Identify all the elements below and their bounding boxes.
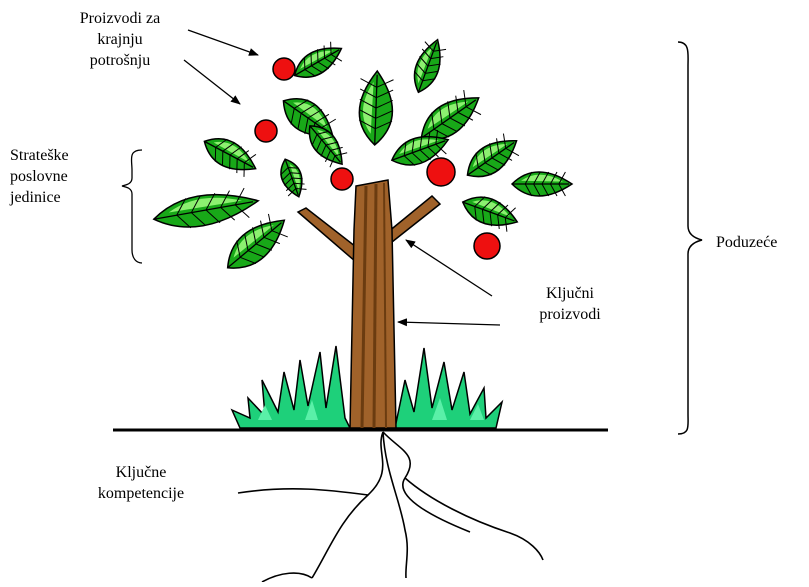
root-4 bbox=[405, 478, 543, 560]
label-end-products-line-3: potrošnju bbox=[40, 50, 200, 71]
leaf-1 bbox=[289, 39, 347, 85]
fruit-1 bbox=[273, 58, 295, 80]
label-business-units-line-3: jedinice bbox=[10, 187, 120, 208]
label-company: Poduzeće bbox=[716, 232, 806, 253]
label-core-products-line-1: Ključni bbox=[510, 283, 630, 304]
label-core-competences-line-1: Ključne bbox=[66, 462, 216, 483]
label-core-competences-line-2: kompetencije bbox=[66, 483, 216, 504]
leaf-7 bbox=[276, 156, 308, 200]
grass-tuft-left bbox=[232, 346, 350, 428]
label-core-competences: Ključne kompetencije bbox=[66, 462, 216, 504]
trunk bbox=[350, 180, 396, 428]
label-end-products: Proizvodi za krajnju potrošnju bbox=[40, 8, 200, 71]
label-core-products: Ključni proizvodi bbox=[510, 283, 630, 325]
root-6 bbox=[262, 573, 312, 582]
root-5 bbox=[238, 489, 368, 495]
leaf-2 bbox=[408, 36, 448, 96]
leaf-4 bbox=[358, 70, 394, 145]
root-1 bbox=[383, 432, 470, 532]
label-business-units: Strateške poslovne jedinice bbox=[10, 145, 120, 208]
leaf-6 bbox=[198, 130, 261, 180]
root-3 bbox=[383, 432, 407, 578]
fruit-5 bbox=[474, 233, 500, 259]
fruit-4 bbox=[427, 158, 455, 186]
label-end-products-line-1: Proizvodi za bbox=[40, 8, 200, 29]
label-end-products-line-2: krajnju bbox=[40, 29, 200, 50]
leaf-10 bbox=[460, 130, 525, 187]
branch-right bbox=[388, 196, 440, 242]
branch-left bbox=[298, 208, 360, 262]
label-core-products-line-2: proizvodi bbox=[510, 304, 630, 325]
fruit-3 bbox=[331, 168, 353, 190]
brace-business-units bbox=[122, 150, 142, 263]
label-business-units-line-1: Strateške bbox=[10, 145, 120, 166]
fruit-2 bbox=[255, 120, 277, 142]
brace-company bbox=[678, 42, 702, 434]
leaf-12 bbox=[458, 190, 521, 234]
leaf-11 bbox=[512, 172, 572, 196]
leaf-14 bbox=[218, 209, 294, 280]
roots bbox=[238, 432, 543, 582]
root-2 bbox=[312, 432, 383, 578]
arrow-core-products-2 bbox=[398, 322, 500, 325]
grass-tuft-right bbox=[395, 348, 502, 428]
leaf-13 bbox=[151, 186, 261, 234]
label-business-units-line-2: poslovne bbox=[10, 166, 120, 187]
